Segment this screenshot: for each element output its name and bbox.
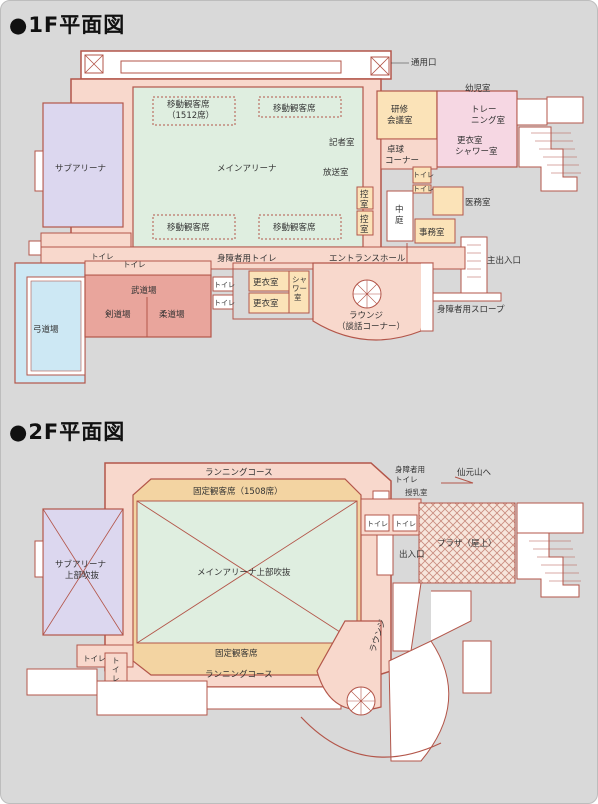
label-training: トレーニング室 [471, 105, 506, 126]
label-toilet-2f-b: トイレ [395, 520, 416, 528]
label-office: 事務室 [419, 227, 445, 238]
label-fixed-seat-top: 固定観客席（1508席） [193, 486, 283, 497]
label-control-a: 控室 [360, 189, 369, 210]
label-toilet-1f-a: トイレ [413, 171, 434, 179]
label-locker-shower-right: 更衣室シャワー室 [455, 135, 498, 157]
label-entrance-hall: エントランスホール [329, 254, 406, 264]
label-accessible-slope: 身障者用スロープ [437, 304, 505, 315]
label-sub-arena: サブアリーナ [55, 163, 106, 174]
label-toilet-1f-c: トイレ [91, 252, 114, 261]
label-control-b: 控室 [360, 214, 369, 235]
label-main-entrance: 主出入口 [487, 255, 521, 266]
label-fixed-seat-bottom: 固定観客席 [215, 648, 258, 659]
label-toilet-2f-c: トイレ [83, 654, 106, 663]
label-plaza: プラザ（屋上） [437, 538, 497, 549]
label-sub-void: サブアリーナ上部吹抜 [55, 559, 106, 581]
floor1-labels: 通用口 幼児室 トレーニング室 研修会議室 更衣室シャワー室 記者室 卓球コーナ… [33, 57, 521, 335]
label-medical-room: 医務室 [465, 197, 491, 208]
label-nursery: 幼児室 [465, 83, 491, 94]
floor1-title: ●1F平面図 [9, 13, 126, 37]
label-toilet-1f-d: トイレ [123, 260, 146, 269]
label-billiards: 卓球コーナー [385, 144, 419, 166]
label-accessible-toilet-2f: 身障者用トイレ [395, 464, 425, 484]
label-mobile-seat-2: 移動観客席 [273, 103, 316, 114]
label-budo: 武道場 [131, 285, 157, 296]
label-press-room: 記者室 [329, 137, 355, 148]
label-main-arena: メインアリーナ [217, 164, 277, 174]
label-locker-b: 更衣室 [253, 298, 279, 309]
label-mobile-seat-1: 移動観客席（1512席） [167, 99, 214, 121]
label-nursing-room: 授乳室 [405, 487, 428, 497]
floor2-plan [26, 462, 584, 762]
label-toilet-2f-d: トイレ [112, 656, 120, 683]
label-mobile-seat-4: 移動観客席 [273, 222, 316, 233]
label-kendo: 剣道場 [105, 309, 131, 320]
label-service-entrance: 通用口 [411, 57, 437, 68]
label-toilet-1f-e: トイレ [214, 281, 235, 289]
label-running-course-top: ランニングコース [205, 467, 273, 478]
label-mobile-seat-3: 移動観客席 [167, 222, 210, 233]
label-seminar: 研修会議室 [387, 104, 413, 126]
label-toilet-2f-a: トイレ [367, 520, 388, 528]
label-toilet-1f-f: トイレ [214, 299, 235, 307]
label-exit-2f: 出入口 [399, 549, 425, 560]
label-archery: 弓道場 [33, 324, 59, 335]
label-toilet-1f-b: トイレ [413, 185, 434, 193]
floor1-plan [14, 50, 584, 384]
label-lounge-1f: ラウンジ（談話コーナー） [337, 311, 405, 332]
label-to-mountain: 仙元山へ [457, 467, 492, 478]
label-main-void: メインアリーナ上部吹抜 [197, 567, 291, 578]
floor2-title: ●2F平面図 [9, 420, 126, 444]
floor2-labels: ランニングコース ランニングコース 固定観客席（1508席） 固定観客席 メイン… [55, 464, 497, 683]
label-locker-a: 更衣室 [253, 277, 279, 288]
label-accessible-toilet-1f: 身障者用トイレ [217, 253, 277, 264]
label-broadcast-room: 放送室 [323, 167, 349, 178]
label-courtyard: 中庭 [395, 204, 404, 226]
label-judo: 柔道場 [159, 309, 185, 320]
label-shower-vertical: シャワー室 [292, 275, 307, 302]
label-running-course-bottom: ランニングコース [205, 669, 273, 680]
